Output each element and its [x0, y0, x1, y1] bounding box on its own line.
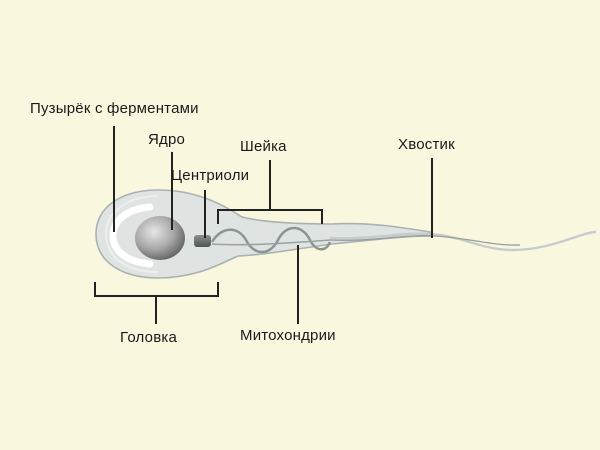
cell-body [95, 189, 431, 279]
label-tail: Хвостик [398, 136, 455, 153]
centriole-shape [194, 235, 211, 247]
tail-flagellum [329, 230, 597, 252]
label-mitochondria: Митохондрии [240, 327, 336, 344]
enzyme-vesicle [109, 203, 154, 268]
axial-filament [211, 239, 331, 246]
neck-bracket [217, 160, 323, 224]
head-bracket [94, 282, 219, 324]
leader-lines [94, 126, 433, 324]
label-centrioles: Центриоли [171, 167, 250, 184]
mitochondria-spiral [210, 226, 332, 254]
tail-filament [329, 235, 521, 246]
label-nucleus: Ядро [148, 131, 186, 148]
head-inner-shade [104, 195, 159, 273]
nucleus-shape [135, 216, 185, 260]
label-enzyme-vesicle: Пузырёк с ферментами [30, 100, 199, 117]
label-neck: Шейка [240, 138, 287, 155]
label-head: Головка [120, 329, 177, 346]
